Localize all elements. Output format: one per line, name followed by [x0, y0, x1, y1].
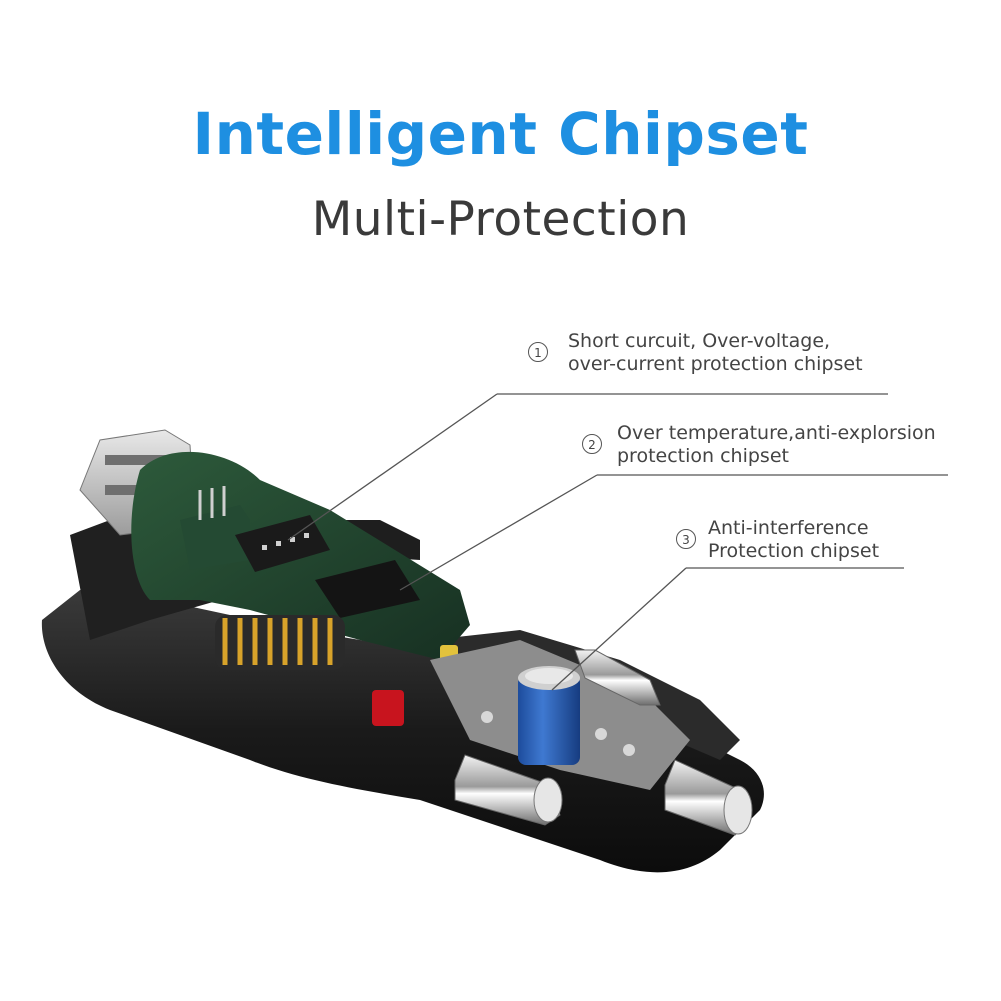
callout-line: protection chipset: [617, 445, 789, 467]
callout-line: over-current protection chipset: [568, 353, 863, 375]
red-component: [372, 690, 404, 726]
page-subtitle: Multi-Protection: [311, 192, 690, 247]
callout-line: Short curcuit, Over-voltage,: [568, 330, 831, 352]
callout-number-badge: 3: [676, 529, 696, 549]
inductor-coil: [215, 615, 345, 670]
tray-screws: [481, 711, 635, 756]
callout-text: Anti-interference Protection chipset: [708, 517, 879, 563]
chip-2: [315, 560, 420, 618]
callout-text: Over temperature,anti-explorsion protect…: [617, 422, 936, 468]
callout-line: Protection chipset: [708, 540, 880, 562]
callout-number-badge: 1: [528, 342, 548, 362]
callout-number-badge: 2: [582, 434, 602, 454]
callout-line: Over temperature,anti-explorsion: [617, 422, 936, 444]
page-title: Intelligent Chipset: [192, 100, 809, 168]
callout-line: Anti-interference: [708, 517, 869, 539]
header-pins: [198, 486, 226, 520]
callout-leader-lines: [287, 393, 948, 691]
metal-contacts: [454, 649, 753, 836]
capacitor: [518, 666, 580, 765]
callout-text: Short curcuit, Over-voltage, over-curren…: [568, 330, 863, 376]
chip-1: [235, 515, 330, 572]
